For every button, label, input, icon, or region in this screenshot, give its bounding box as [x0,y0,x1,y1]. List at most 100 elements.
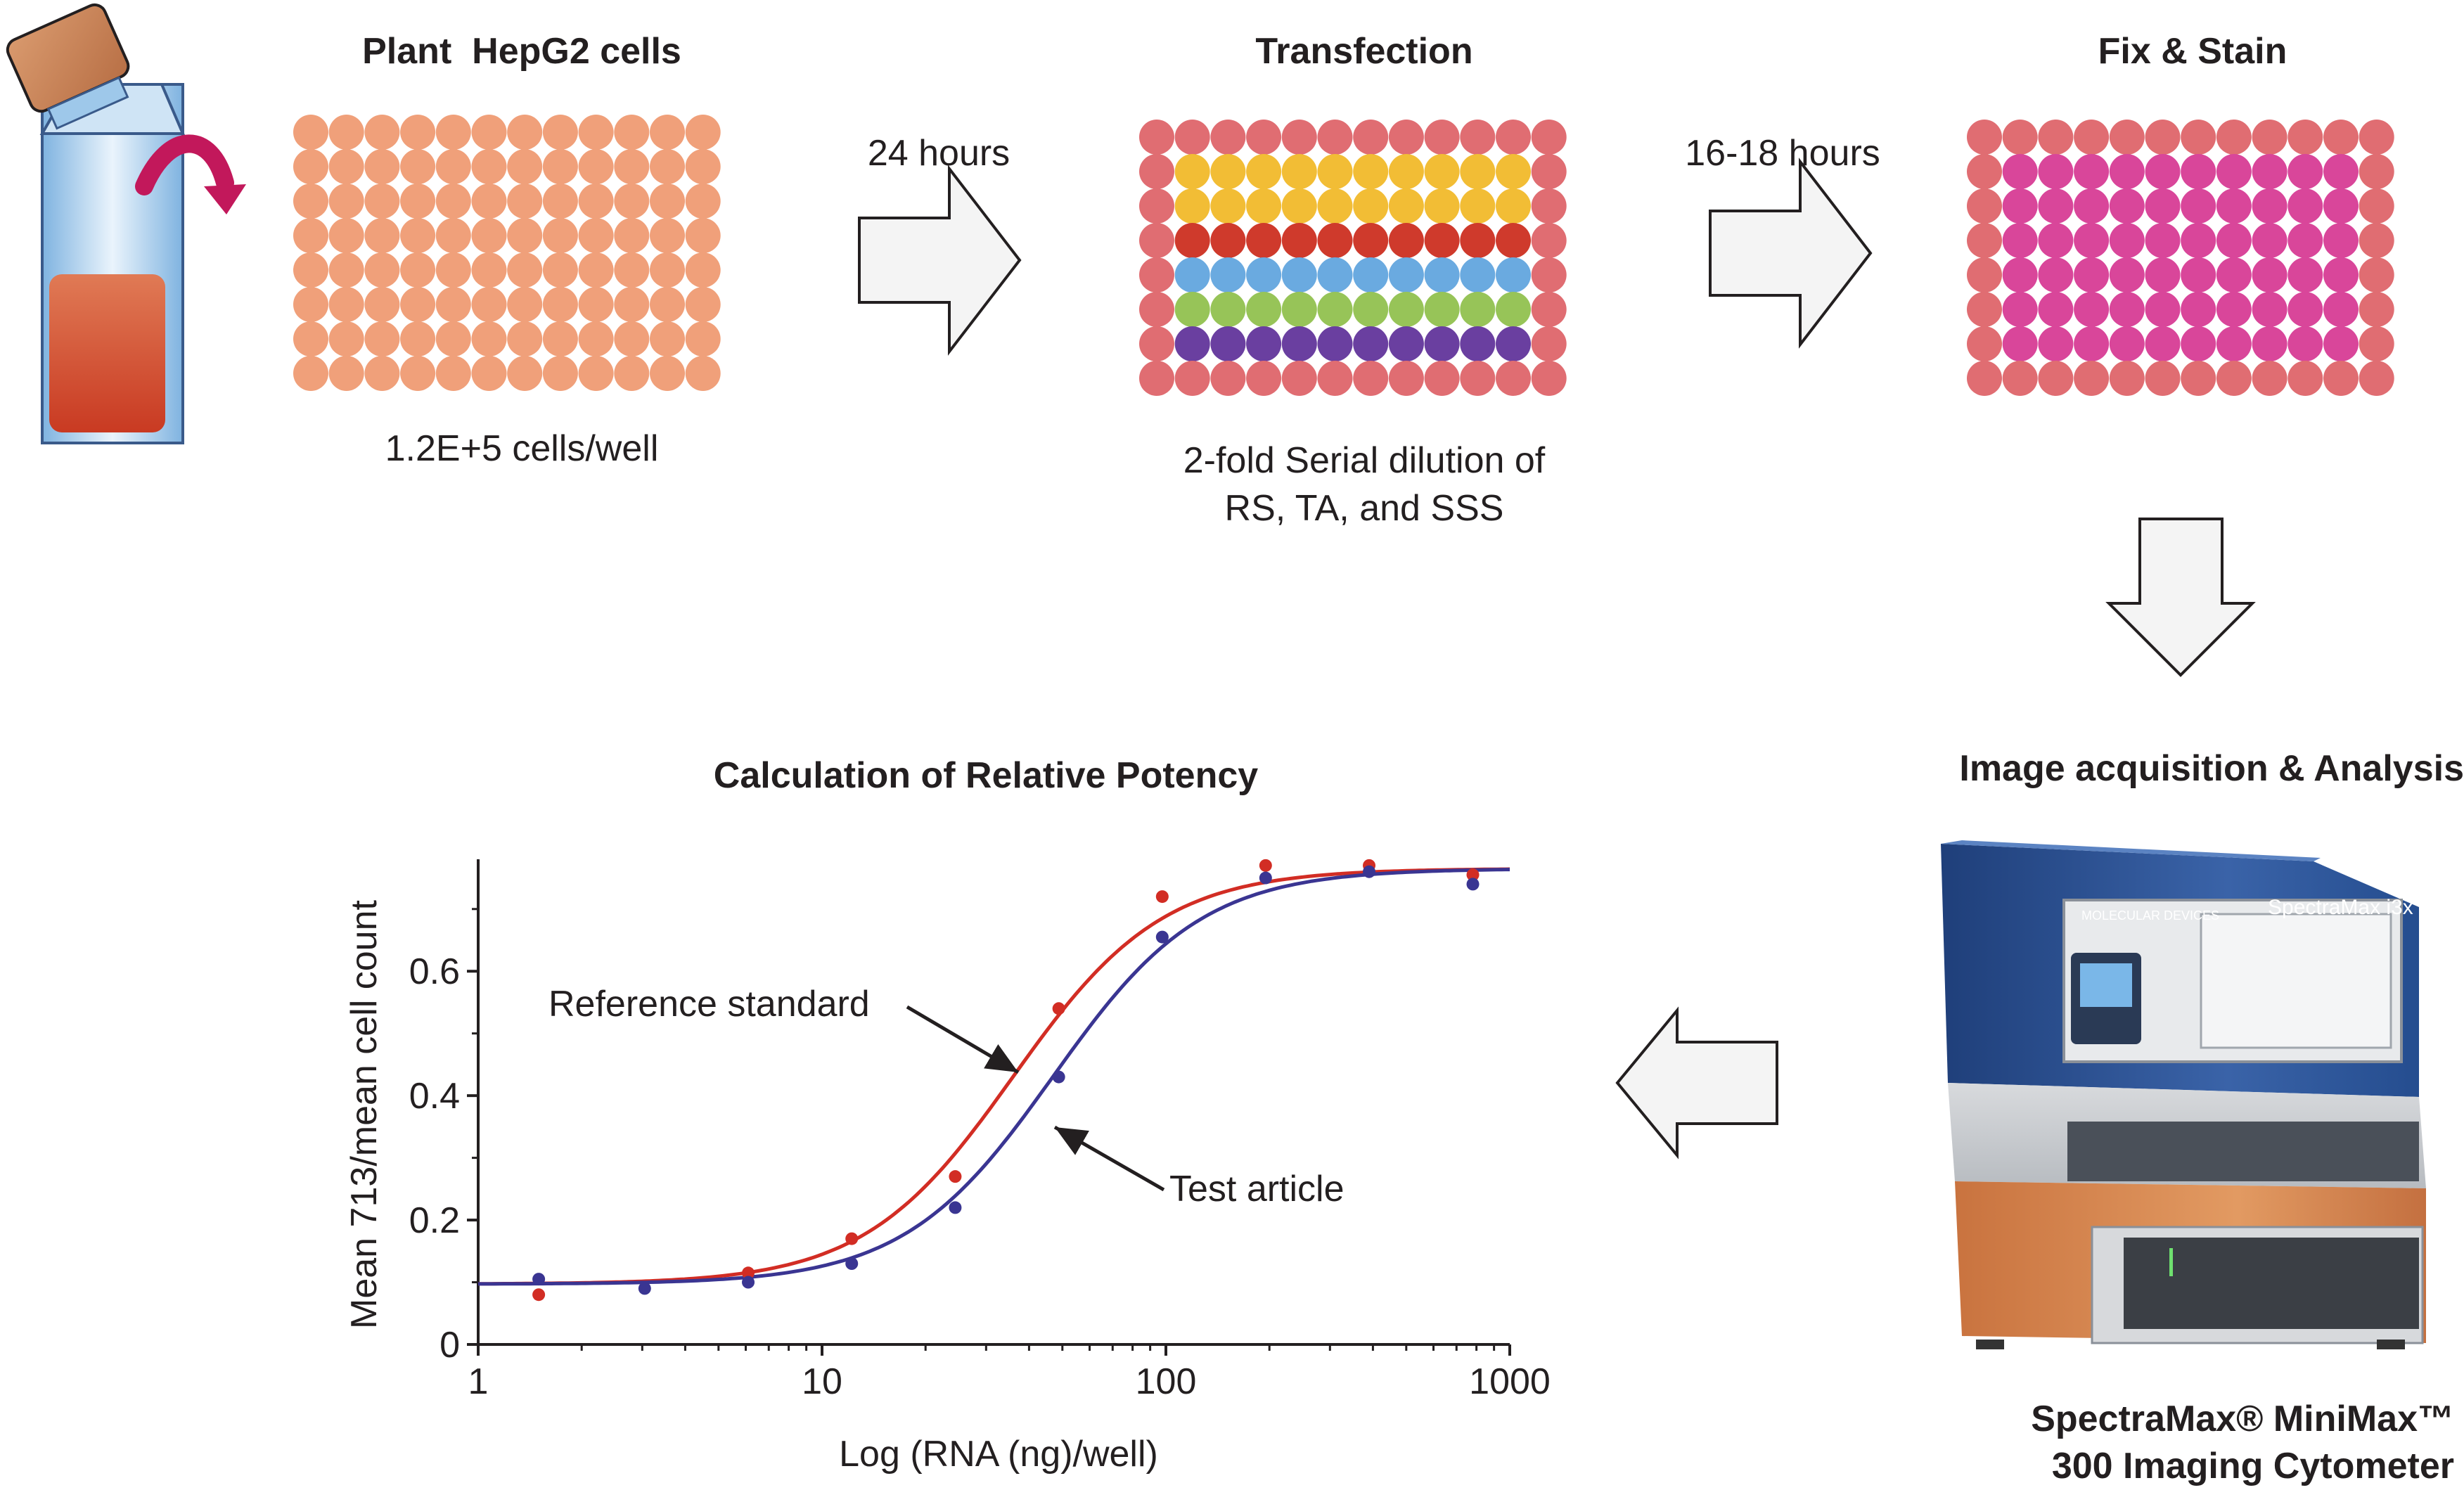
reference-standard-curve [478,867,1510,1286]
plate-well [1967,120,2002,155]
plate-well [2287,120,2323,155]
plate-well [1317,223,1353,258]
plate-well [2181,292,2216,327]
plate-well [1424,361,1460,396]
reference-standard-annotation: Reference standard [548,984,870,1025]
plate-well [400,356,436,391]
plate-well [2181,188,2216,224]
plate-well [1281,154,1317,189]
plate-well [1967,292,2002,327]
imaging-cytometer-device-icon: SpectraMax i3x MOLECULAR DEVICES [1941,840,2426,1349]
test-article-point [1052,1070,1065,1084]
test-article-point [1259,871,1272,885]
plate-well [2074,292,2110,327]
plate-well [364,115,400,150]
plate-well [2252,223,2287,258]
fix-stain-step-title: Fix & Stain [2098,31,2287,72]
plate-well [2287,361,2323,396]
plate-well [2287,223,2323,258]
plate-well [2216,257,2252,293]
chart-y-tick-label: 0.4 [409,1076,460,1117]
test-article-curve [478,868,1510,1286]
plate-well [614,252,650,288]
plate-well [2287,188,2323,224]
plate-well [1424,257,1460,293]
plate-well [1353,361,1389,396]
plate-well [2074,154,2110,189]
plate-well [1967,257,2002,293]
device-name-line1: SpectraMax® MiniMax™ [2031,1399,2454,1439]
plate-well [685,252,721,288]
culture-flask-icon [6,3,246,444]
device-maker-label: MOLECULAR DEVICES [2081,908,2219,923]
plate-well [2109,120,2145,155]
plate-well [471,287,507,322]
plate-well [2287,326,2323,361]
plate-well [400,115,436,150]
plate-well [2181,120,2216,155]
plate-well [2359,223,2394,258]
plate-well [2323,223,2359,258]
plate-well [2359,292,2394,327]
chart-y-tick-label: 0 [439,1325,460,1366]
plate-well [2038,188,2074,224]
plate-well [400,218,436,253]
chart-curves [478,867,1510,1286]
plate-well [2323,361,2359,396]
plate-well [364,252,400,288]
plate-well [2323,154,2359,189]
plate-plant-96-well [293,115,721,391]
plate-well [2145,120,2181,155]
plate-well [2145,292,2181,327]
plate-well [2145,257,2181,293]
plate-well [1317,154,1353,189]
plate-well [2252,257,2287,293]
plate-well [1353,223,1389,258]
plate-well [435,356,471,391]
plate-well [2252,120,2287,155]
plate-well [1281,326,1317,361]
plate-well [1460,120,1496,155]
plate-well [685,115,721,150]
plate-well [1424,120,1460,155]
chart-y-axis-label: Mean 713/mean cell count [344,899,385,1328]
plate-well [2109,361,2145,396]
plate-well [1496,361,1531,396]
plate-well [1317,361,1353,396]
plate-well [2287,257,2323,293]
plate-well [1317,292,1353,327]
plate-well [1139,188,1174,224]
right-block-arrow-2 [1709,158,1873,349]
plate-well [2074,120,2110,155]
plate-well [1967,188,2002,224]
test-article-annotation: Test article [1169,1169,1345,1209]
plate-well [1388,154,1424,189]
plate-well [507,184,543,219]
plate-well [507,287,543,322]
plate-well [1281,292,1317,327]
plate-well [2002,120,2038,155]
plate-well [1174,292,1210,327]
plate-well [614,184,650,219]
chart-y-tick-label: 0.2 [409,1200,460,1241]
plate-well [1281,223,1317,258]
test-article-point [638,1282,651,1295]
plate-well [2252,361,2287,396]
plate-well [1246,292,1282,327]
plate-well [435,115,471,150]
plate-well [2038,361,2074,396]
plate-well [1496,292,1531,327]
plate-well [400,321,436,357]
reference-standard-point [1052,1002,1065,1015]
plate-well [1424,292,1460,327]
plate-well [542,115,578,150]
plate-well [1388,223,1424,258]
plate-well [650,287,685,322]
plate-well [2074,223,2110,258]
plate-well [435,149,471,184]
plate-well [400,184,436,219]
plate-well [1353,188,1389,224]
chart-x-axis-label: Log (RNA (ng)/well) [839,1434,1158,1475]
plate-well [1246,257,1282,293]
plate-well [685,287,721,322]
